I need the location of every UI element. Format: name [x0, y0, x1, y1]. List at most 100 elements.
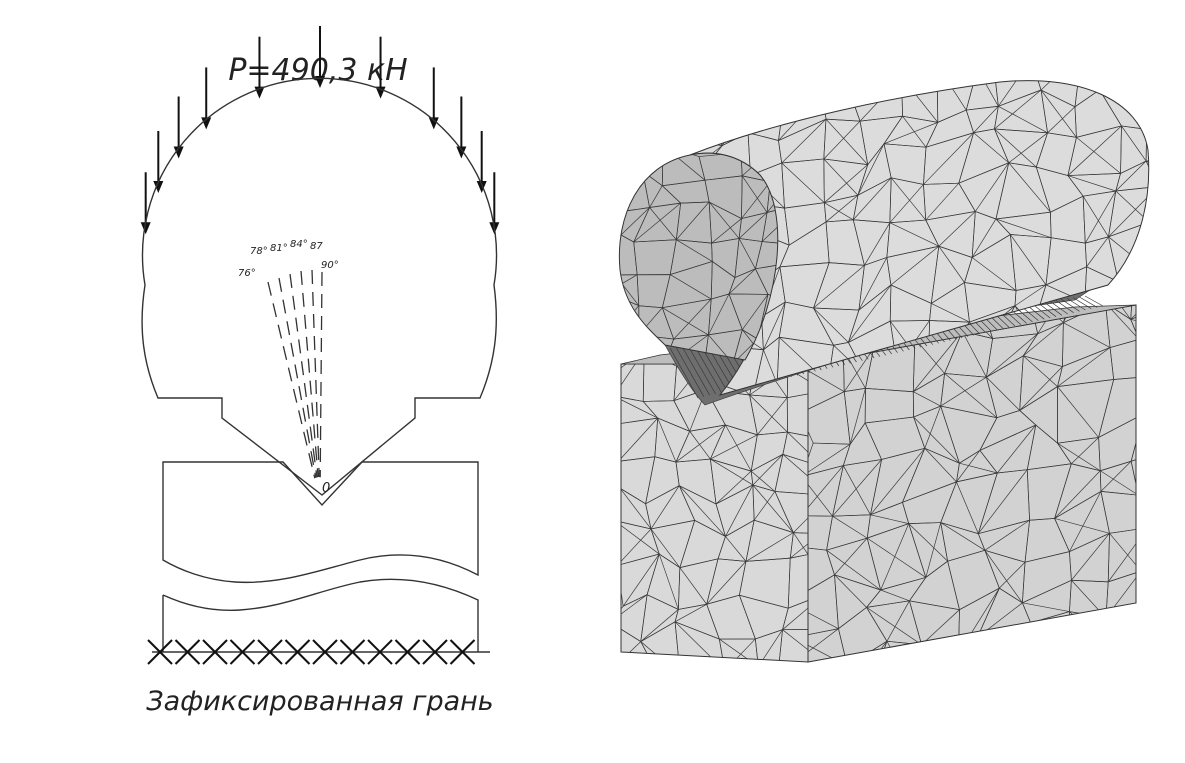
- loading-scheme: P=490,3 кН 76° 78° 81° 84° 87 90° 0 Зафи…: [140, 26, 500, 717]
- angle-ray: [267, 281, 316, 479]
- specimen-upper: [162, 461, 479, 584]
- mesh-edge: [728, 268, 756, 295]
- mesh-edge: [1115, 160, 1147, 192]
- angle-label: 78°: [250, 246, 268, 257]
- angle-label: 87: [310, 241, 323, 252]
- mesh-element: [1130, 305, 1136, 320]
- mesh-element: [718, 667, 759, 707]
- mesh-element: [774, 491, 808, 535]
- support-cross: [284, 639, 311, 665]
- block-front-face: [620, 363, 809, 663]
- mesh-element: [1099, 460, 1136, 496]
- mesh-edge: [832, 459, 882, 517]
- mesh-edge: [621, 594, 648, 623]
- mesh-edge: [1141, 360, 1149, 396]
- mesh-edge: [823, 120, 861, 160]
- mesh-element: [785, 80, 830, 93]
- contact-mesh-line: [1048, 300, 1068, 315]
- mesh-edge: [870, 448, 926, 516]
- load-arrowhead: [456, 146, 467, 159]
- mesh-element: [1105, 600, 1136, 649]
- mesh-edge: [1180, 376, 1185, 411]
- mesh-element: [977, 41, 1011, 77]
- angle-rays: [267, 269, 323, 479]
- mesh-edge: [1154, 251, 1183, 292]
- mesh-element: [1107, 527, 1136, 583]
- mesh-edge: [824, 164, 868, 203]
- mesh-edge: [738, 212, 768, 239]
- mesh-edge: [986, 333, 1038, 378]
- mesh-edge: [690, 80, 729, 97]
- mesh-edge: [643, 693, 687, 725]
- mesh-element: [690, 80, 729, 107]
- mesh-element: [754, 629, 783, 662]
- mesh-element: [1139, 39, 1185, 80]
- mesh-element: [917, 644, 959, 662]
- mesh-edge: [633, 202, 681, 243]
- load-arrowhead: [476, 181, 487, 194]
- support-cross: [147, 639, 173, 665]
- mesh-edge: [745, 532, 794, 562]
- mesh-edge: [1100, 460, 1132, 492]
- support-cross: [174, 639, 201, 665]
- mesh-edge: [674, 603, 707, 623]
- mesh-edge: [834, 537, 868, 576]
- roller-end-face: [618, 152, 779, 361]
- fixed-face-label: Зафиксированная грань: [146, 686, 493, 717]
- mesh-element: [787, 554, 808, 609]
- mesh-element: [789, 532, 808, 559]
- mesh-element: [1173, 406, 1185, 442]
- indenter-outline: [141, 77, 498, 496]
- support-cross: [312, 639, 338, 665]
- mesh-edge: [640, 609, 679, 642]
- mesh-edge: [724, 638, 756, 662]
- mesh-element: [932, 37, 980, 69]
- mesh-element: [1138, 492, 1182, 532]
- mesh-edge: [622, 553, 660, 607]
- mesh-edge: [940, 376, 987, 407]
- mesh-element: [1179, 15, 1185, 38]
- angle-ray: [278, 277, 317, 478]
- mesh-element: [680, 671, 725, 706]
- mesh-edge: [923, 132, 974, 185]
- mesh-edge: [650, 485, 680, 530]
- contact-mesh-line: [693, 344, 722, 393]
- mesh-edge: [808, 628, 839, 662]
- mesh-element: [1130, 305, 1136, 340]
- mesh-element: [1180, 299, 1185, 338]
- load-arrowhead: [153, 181, 164, 194]
- mesh-element: [718, 694, 753, 736]
- mesh-element: [761, 203, 778, 245]
- mesh-element: [786, 390, 808, 438]
- mesh-edge: [781, 118, 827, 164]
- mesh-element: [1098, 80, 1145, 91]
- block-side-face: [807, 304, 1137, 663]
- mesh-edge: [1099, 80, 1140, 91]
- mesh-edge: [848, 284, 892, 343]
- mesh-edge: [795, 702, 823, 739]
- angle-labels: 76° 78° 81° 84° 87 90°: [238, 239, 339, 279]
- mesh-edge: [763, 301, 786, 350]
- support-cross: [449, 639, 476, 665]
- mesh-edge: [813, 265, 865, 309]
- mesh-edge: [649, 185, 663, 208]
- mesh-element: [1141, 571, 1185, 601]
- mesh-edge: [752, 454, 784, 486]
- specimen-lower: [162, 578, 479, 652]
- origin-label: 0: [322, 481, 330, 496]
- mesh-edge: [757, 397, 788, 436]
- mesh-element: [822, 80, 869, 93]
- mesh-element: [749, 692, 795, 739]
- mesh-element: [1069, 611, 1112, 654]
- mesh-edge: [619, 305, 640, 329]
- mesh-edge: [761, 203, 778, 242]
- mesh-edge: [975, 162, 1010, 212]
- load-arrowhead: [140, 222, 151, 235]
- mesh-edge: [782, 593, 808, 630]
- mesh-edge: [924, 405, 941, 449]
- contact-mesh-line: [681, 346, 711, 396]
- mesh-edge: [715, 470, 752, 505]
- mesh-element: [1180, 330, 1185, 371]
- mesh-edge: [1125, 18, 1155, 64]
- mesh-edge: [1054, 470, 1101, 519]
